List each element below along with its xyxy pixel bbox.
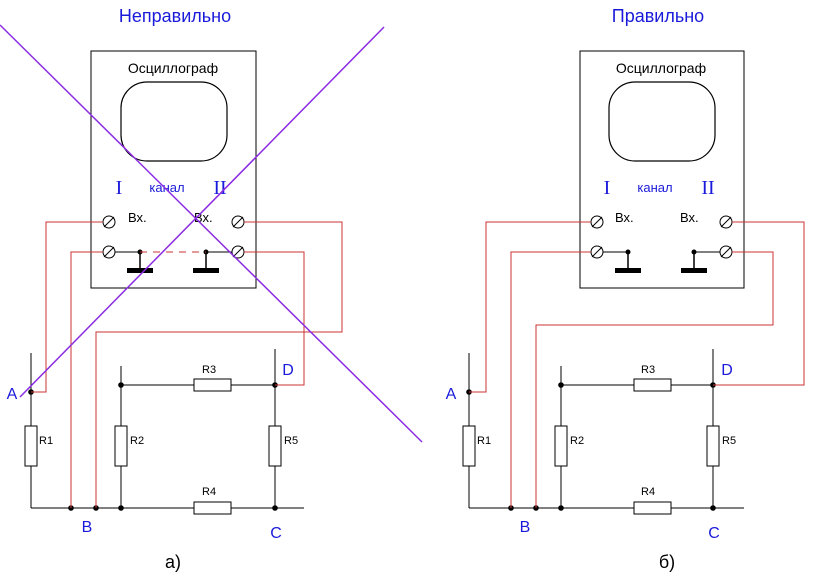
right-channel-word: канал <box>637 180 672 195</box>
right-resistor-r3 <box>633 378 672 392</box>
right-terminal-gnd2 <box>719 245 733 259</box>
right-channel-two: II <box>701 177 714 199</box>
right-node-d: D <box>721 362 733 379</box>
right-resistor-r1 <box>462 425 476 467</box>
left-title: Неправильно <box>119 6 231 26</box>
left-resistor-r1 <box>24 425 38 467</box>
right-chassis-ground-1 <box>603 249 641 273</box>
left-node-c: C <box>270 525 282 542</box>
left-channel-word: канал <box>149 180 184 195</box>
right-r4-label: R4 <box>641 486 655 498</box>
left-resistor-r4 <box>193 501 232 515</box>
right-junctions <box>466 382 716 511</box>
left-node-b: B <box>82 519 93 536</box>
right-oscilloscope: Осциллограф I канал II Вх. Вх. <box>579 50 745 289</box>
left-scope-title: Осциллограф <box>128 60 218 76</box>
left-scope-body <box>90 50 257 289</box>
left-resistor-r2 <box>114 425 128 467</box>
left-caption: а) <box>165 552 181 572</box>
left-resistor-r5 <box>268 425 282 467</box>
left-chassis-ground-1 <box>115 249 153 273</box>
right-circuit <box>468 349 744 509</box>
right-input-two-label: Вх. <box>680 210 699 225</box>
right-resistor-r2 <box>554 425 568 467</box>
left-junctions <box>28 382 278 511</box>
left-chassis-ground-2 <box>193 249 232 273</box>
left-terminal-in1 <box>102 215 116 229</box>
left-r5-label: R5 <box>284 435 298 447</box>
left-oscilloscope: Осциллограф I канал II Вх. Вх. <box>90 50 257 289</box>
left-channel-one: I <box>116 177 123 199</box>
left-r4-label: R4 <box>202 486 216 498</box>
right-scope-body <box>579 50 745 289</box>
right-screen <box>608 81 716 162</box>
right-caption: б) <box>659 552 675 572</box>
right-resistor-r4 <box>633 501 672 515</box>
left-resistor-r3 <box>193 378 232 392</box>
left-terminal-in2 <box>231 215 245 229</box>
left-channel-two: II <box>213 177 226 199</box>
right-resistor-r5 <box>706 425 720 467</box>
left-cross-out <box>0 24 423 443</box>
left-terminal-gnd1 <box>102 245 116 259</box>
right-r3-label: R3 <box>641 364 655 376</box>
left-r3-label: R3 <box>202 364 216 376</box>
left-r1-label: R1 <box>39 435 53 447</box>
left-input-one-label: Вх. <box>128 210 147 225</box>
left-circuit <box>30 349 304 509</box>
right-scope-title: Осциллограф <box>616 60 706 76</box>
right-node-a: A <box>446 386 457 403</box>
left-r2-label: R2 <box>130 435 144 447</box>
right-terminal-gnd1 <box>590 245 604 259</box>
right-title: Правильно <box>612 6 704 26</box>
right-node-b: B <box>520 519 531 536</box>
left-node-d: D <box>282 362 294 379</box>
right-r2-label: R2 <box>570 435 584 447</box>
left-panel: Неправильно Осциллограф I канал II Вх. В… <box>0 6 423 572</box>
left-node-a: A <box>7 386 18 403</box>
right-panel: Правильно Осциллограф I канал II Вх. Вх. <box>446 6 805 572</box>
right-terminal-in1 <box>590 215 604 229</box>
right-chassis-ground-2 <box>681 249 720 273</box>
right-channel-one: I <box>604 177 611 199</box>
right-probe-wires <box>469 221 805 508</box>
left-screen <box>120 81 228 162</box>
right-terminal-in2 <box>719 215 733 229</box>
right-input-one-label: Вх. <box>615 210 634 225</box>
right-node-c: C <box>708 525 720 542</box>
left-probe-wires <box>31 221 343 508</box>
right-r1-label: R1 <box>477 435 491 447</box>
right-r5-label: R5 <box>722 435 736 447</box>
